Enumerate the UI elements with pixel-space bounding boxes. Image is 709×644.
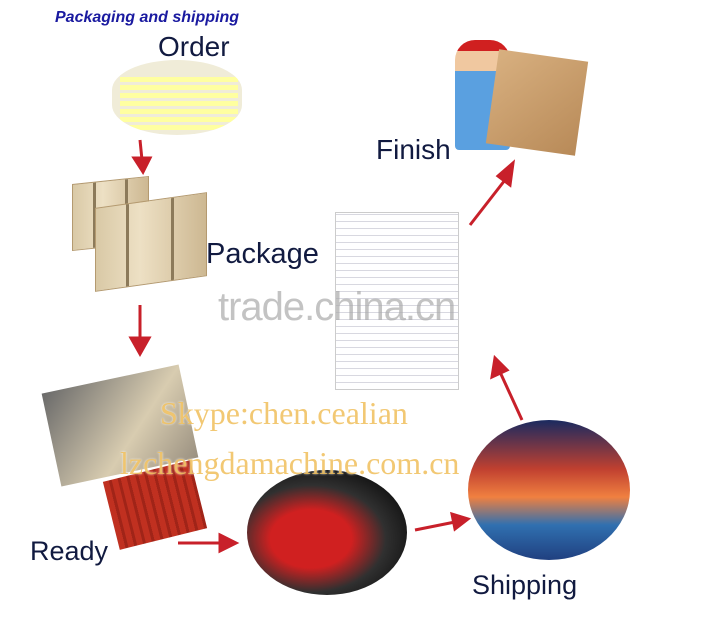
arrow-ready-to-truck <box>178 532 240 554</box>
step-ready-label: Ready <box>30 536 109 566</box>
truck-image <box>247 470 407 595</box>
order-form-image <box>112 60 242 135</box>
step-finish-label: Finish <box>376 134 451 165</box>
arrow-order-to-package <box>131 139 153 176</box>
shipping-image <box>468 420 630 560</box>
arrow-truck-to-shipping <box>414 511 472 532</box>
watermark-domain: lzchengdamachine.com.cn <box>120 445 460 481</box>
watermark-skype: Skype:chen.cealian <box>160 395 408 431</box>
step-package-label: Package <box>206 238 319 270</box>
step-shipping-label: Shipping <box>472 570 578 600</box>
page-title: Packaging and shipping <box>55 9 240 26</box>
arrow-shipping-to-document <box>490 354 524 421</box>
watermark-trade-china: trade.china.cn <box>218 285 456 329</box>
step-order-label: Order <box>158 31 230 62</box>
certificate-document-image <box>335 212 459 390</box>
arrow-package-to-ready <box>128 305 152 358</box>
arrow-document-to-finish <box>468 159 516 226</box>
